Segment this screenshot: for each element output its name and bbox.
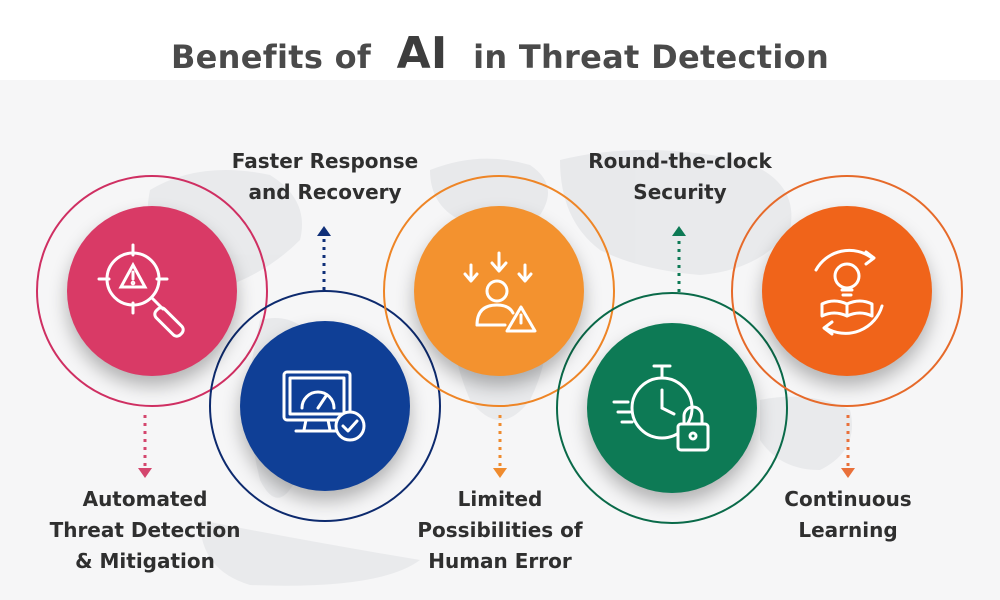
arrow-down-3: [493, 468, 507, 478]
benefit-2-line-2: and Recovery: [248, 180, 402, 204]
page-title: Benefits of AI in Threat Detection: [0, 28, 1000, 79]
benefit-1-line-2: Threat Detection: [49, 518, 241, 542]
title-highlight: AI: [396, 28, 448, 79]
benefit-1-line-3: & Mitigation: [75, 549, 215, 573]
benefit-4-disc: [587, 323, 757, 493]
benefit-3-line-1: Limited: [457, 487, 543, 511]
title-suffix: in Threat Detection: [473, 38, 830, 76]
benefit-1-line-1: Automated: [82, 487, 208, 511]
monitor-gauge-check-icon: [282, 370, 366, 442]
person-arrows-warning-icon: [463, 251, 537, 333]
benefit-3-label: Limited Possibilities of Human Error: [385, 484, 615, 577]
benefit-3-line-3: Human Error: [428, 549, 572, 573]
benefit-1-label: Automated Threat Detection & Mitigation: [30, 484, 260, 577]
benefit-5-line-1: Continuous: [784, 487, 912, 511]
benefit-5-line-2: Learning: [798, 518, 898, 542]
benefit-3-line-2: Possibilities of: [417, 518, 583, 542]
benefit-4-label: Round-the-clock Security: [565, 146, 795, 208]
benefit-1-disc: [67, 206, 237, 376]
benefit-4-line-1: Round-the-clock: [588, 149, 772, 173]
arrow-down-1: [138, 468, 152, 478]
benefit-2-label: Faster Response and Recovery: [210, 146, 440, 208]
benefit-3-ring: [383, 175, 615, 407]
arrow-up-4: [672, 226, 686, 236]
benefit-4-line-2: Security: [633, 180, 727, 204]
bulb-book-cycle-icon: [814, 248, 884, 336]
benefit-3-disc: [414, 206, 584, 376]
benefit-2-ring: [209, 290, 441, 522]
arrow-down-5: [841, 468, 855, 478]
benefit-2-line-1: Faster Response: [231, 149, 419, 173]
stopwatch-lock-icon: [612, 364, 710, 452]
benefit-5-ring: [731, 175, 963, 407]
benefit-4-ring: [556, 292, 788, 524]
benefit-2-disc: [240, 321, 410, 491]
benefit-1-ring: [36, 175, 268, 407]
title-prefix: Benefits of: [170, 38, 372, 76]
magnifier-warning-icon: [97, 243, 185, 338]
arrow-up-2: [317, 226, 331, 236]
benefit-5-label: Continuous Learning: [733, 484, 963, 546]
